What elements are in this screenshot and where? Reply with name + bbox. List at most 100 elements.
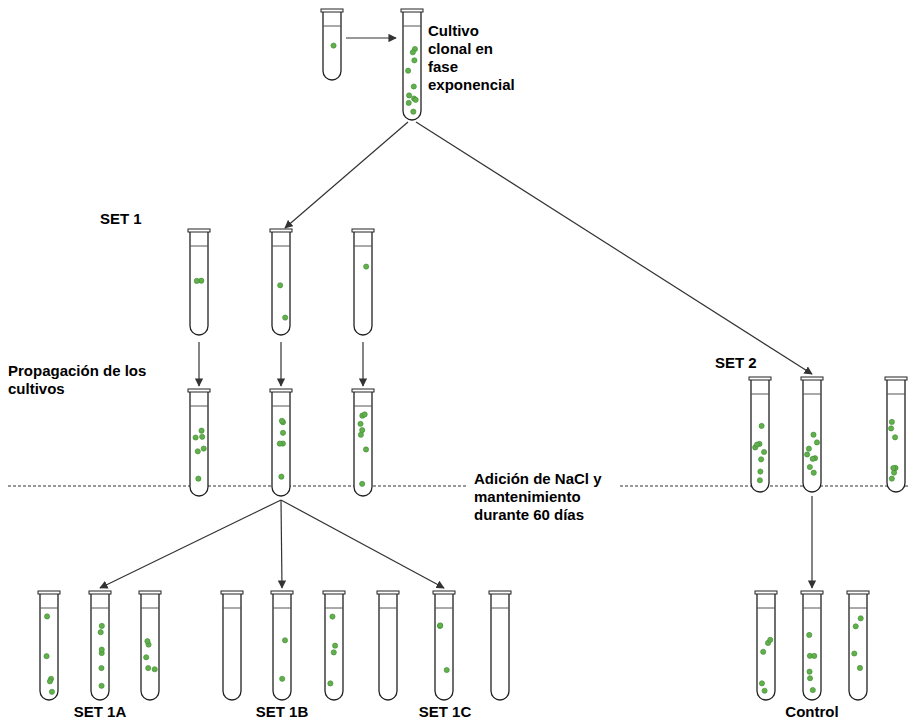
cell-dot [807, 464, 812, 469]
cell-dot [360, 481, 365, 486]
cell-dot [888, 426, 893, 431]
cell-dot [406, 93, 411, 98]
tube-group: SET 1Propagación de los cultivos [8, 228, 380, 500]
tube-rim [801, 377, 823, 380]
cell-dot [146, 665, 151, 670]
cell-dot [857, 665, 862, 670]
test-tube [377, 591, 399, 700]
tube-rim [321, 9, 343, 12]
tube-outline [223, 594, 241, 700]
tube-outline [887, 380, 905, 492]
cell-dot [358, 421, 363, 426]
liquid-level [325, 608, 343, 609]
cell-dot [195, 449, 200, 454]
cell-dot [807, 632, 812, 637]
liquid-level [190, 406, 208, 407]
cell-dot [438, 623, 443, 628]
cell-dot [754, 442, 759, 447]
tube-outline [272, 392, 290, 496]
cell-dot [330, 614, 335, 619]
flow-arrow [811, 496, 812, 588]
tube-outline [325, 594, 343, 700]
tube-outline [323, 12, 341, 80]
tube-outline [91, 594, 109, 700]
flow-arrow [285, 122, 408, 228]
cell-dot [199, 428, 204, 433]
test-tube [847, 591, 869, 700]
test-tube [38, 591, 60, 700]
cell-dot [811, 470, 816, 475]
test-tube [221, 591, 243, 700]
liquid-level [272, 406, 290, 407]
tube-outline [751, 380, 769, 492]
test-tube [801, 591, 823, 700]
cell-dot [811, 432, 816, 437]
tube-rim [270, 229, 292, 232]
cell-dot [47, 679, 52, 684]
test-tube [801, 377, 823, 492]
process-arrow [362, 342, 363, 386]
cell-dot [331, 650, 336, 655]
group-label: SET 2 [715, 354, 757, 372]
liquid-level [379, 608, 397, 609]
test-tube [489, 591, 511, 700]
tube-group: Cultivo clonal en fase exponencial [398, 10, 517, 122]
liquid-level [435, 608, 453, 609]
tube-outline [491, 594, 509, 700]
cell-dot [279, 418, 284, 423]
test-tube [188, 229, 210, 335]
tube-outline [190, 232, 208, 335]
liquid-level [751, 394, 769, 395]
tube-group: SET 2 [715, 374, 909, 496]
tube-rim [377, 591, 399, 594]
process-arrow [198, 342, 199, 386]
cell-dot [278, 283, 283, 288]
liquid-level [803, 608, 821, 609]
cell-dot [761, 449, 766, 454]
cell-dot [806, 446, 811, 451]
cell-dot [805, 452, 810, 457]
cell-dot [757, 478, 762, 483]
cell-dot [413, 97, 418, 102]
cell-dot [280, 676, 285, 681]
tube-rim [221, 591, 243, 594]
tube-rim [38, 591, 60, 594]
divider-line [8, 485, 468, 486]
cell-dot [812, 653, 817, 658]
cell-dot [852, 651, 857, 656]
cell-dot [99, 683, 104, 688]
test-tube [89, 591, 111, 700]
cell-dot [768, 637, 773, 642]
cell-dot [332, 643, 337, 648]
cell-dot [364, 264, 369, 269]
tube-outline [757, 594, 775, 700]
cell-dot [49, 689, 54, 694]
liquid-level [803, 394, 821, 395]
cell-dot [363, 447, 368, 452]
liquid-level [887, 394, 905, 395]
liquid-level [91, 608, 109, 609]
test-tube [321, 9, 343, 80]
cell-dot [759, 681, 764, 686]
test-tube [270, 389, 292, 496]
test-tube [885, 377, 907, 492]
tube-rim [271, 591, 293, 594]
tube-outline [379, 594, 397, 700]
tube-rim [352, 229, 374, 232]
cell-dot [762, 688, 767, 693]
cell-dot [810, 456, 815, 461]
tube-rim [270, 389, 292, 392]
process-arrow [280, 342, 281, 386]
step-note: Adición de NaCl y mantenimiento durante … [472, 470, 616, 524]
tube-rim [323, 591, 345, 594]
test-tube [352, 229, 374, 335]
tube-outline [354, 232, 372, 335]
cell-dot [810, 687, 815, 692]
cell-dot [858, 616, 863, 621]
cell-dot [360, 428, 365, 433]
tube-group: SET 1B [212, 588, 354, 722]
group-label: Control [742, 703, 882, 721]
test-tube [270, 229, 292, 335]
cell-dot [99, 623, 104, 628]
